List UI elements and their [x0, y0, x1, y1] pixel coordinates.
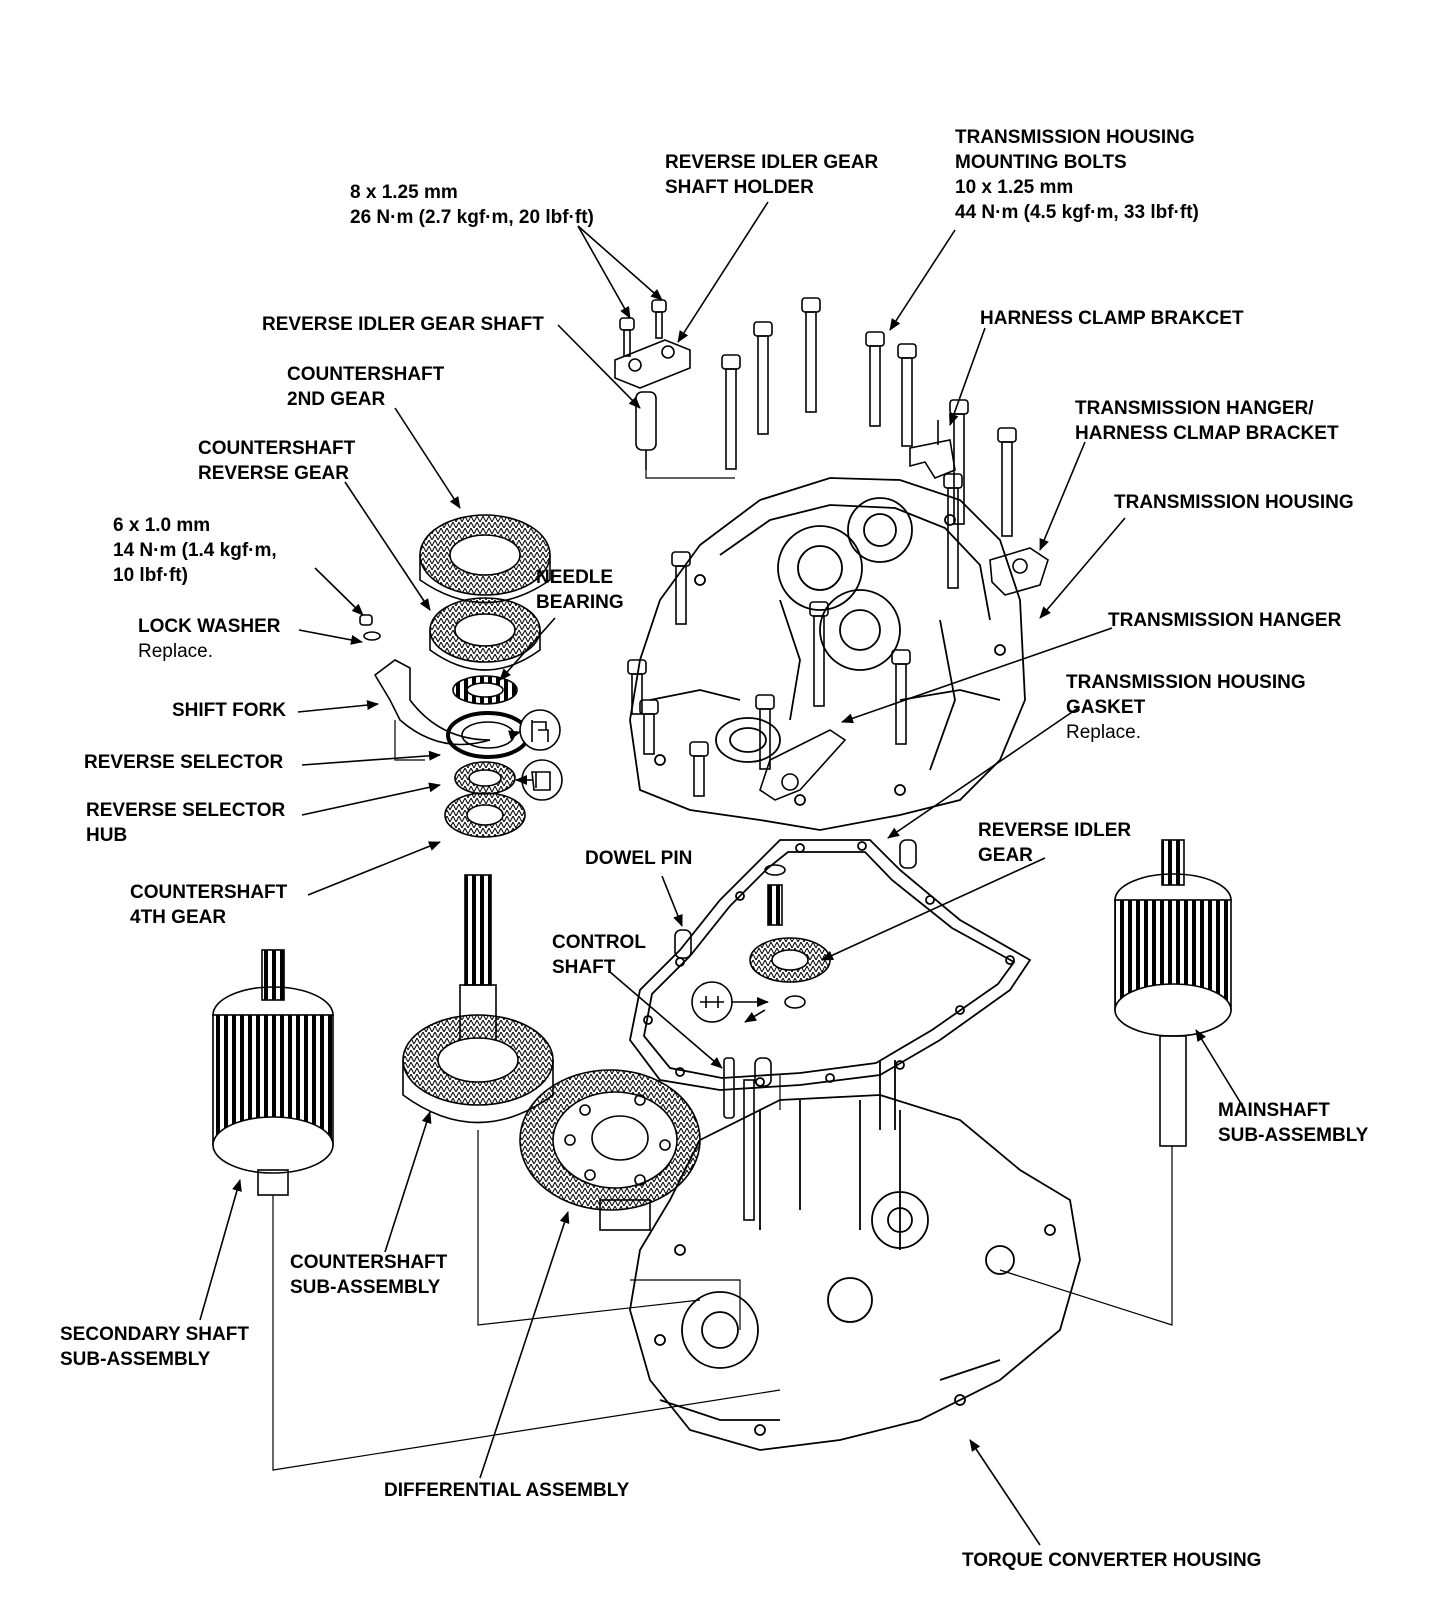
label-countershaft-reverse-gear: COUNTERSHAFT REVERSE GEAR [198, 438, 356, 484]
label-bolt-6mm: 6 x 1.0 mm 14 N·m (1.4 kgf·m, 10 lbf·ft) [113, 515, 277, 586]
label-bolts-8mm: 8 x 1.25 mm 26 N·m (2.7 kgf·m, 20 lbf·ft… [350, 182, 594, 228]
mounting-bolt [897, 343, 917, 447]
reverse-idler-gear-shaft [635, 391, 657, 470]
housing-bolts [627, 297, 1017, 797]
hanger-harness-clamp-bracket [989, 547, 1049, 596]
mounting-bolt [865, 331, 885, 427]
label-needle-bearing: NEEDLE BEARING [536, 567, 624, 613]
label-reverse-selector-hub: REVERSE SELECTOR HUB [86, 800, 286, 846]
harness-clamp-bracket [909, 420, 956, 479]
mounting-bolt [891, 649, 911, 745]
leader-arrows [199, 201, 1246, 1546]
needle-bearing [452, 675, 518, 705]
countershaft-gear-stack [359, 514, 551, 838]
countershaft-2nd-gear [419, 514, 551, 604]
dowel-pin [754, 1057, 772, 1087]
transmission-hanger [759, 729, 847, 801]
mounting-bolt [627, 659, 647, 715]
control-shaft [723, 1057, 755, 1221]
label-countershaft-4th-gear: COUNTERSHAFT 4TH GEAR [130, 882, 288, 928]
reverse-idler-gear [749, 864, 831, 1009]
label-reverse-idler-gear-shaft: REVERSE IDLER GEAR SHAFT [262, 314, 544, 335]
gasket-bolt-holes [643, 841, 1015, 1087]
label-hanger-harness-clamp-bracket: TRANSMISSION HANGER/ HARNESS CLMAP BRACK… [1075, 398, 1339, 444]
label-differential-assembly: DIFFERENTIAL ASSEMBLY [384, 1480, 630, 1501]
transmission-housing-gasket [629, 839, 1032, 1091]
label-torque-converter-housing: TORQUE CONVERTER HOUSING [962, 1550, 1262, 1571]
label-shift-fork: SHIFT FORK [172, 700, 286, 721]
label-reverse-selector: REVERSE SELECTOR [84, 752, 284, 773]
label-countershaft-sub-assembly: COUNTERSHAFT SUB-ASSEMBLY [290, 1252, 448, 1298]
label-reverse-idler-gear: REVERSE IDLER GEAR [978, 820, 1132, 866]
mounting-bolt [721, 354, 741, 470]
mounting-bolt [943, 473, 963, 589]
oil-symbol-icon [691, 981, 733, 1023]
dowel-pin [899, 839, 917, 869]
secondary-shaft-sub-assembly [212, 949, 334, 1196]
mounting-bolt [753, 321, 773, 435]
label-harness-clamp-bracket: HARNESS CLAMP BRAKCET [980, 308, 1244, 329]
grease-symbol-icon [519, 709, 561, 751]
shift-fork [373, 659, 491, 746]
countershaft-sub-assembly [402, 874, 554, 1124]
label-dowel-pin: DOWEL PIN [585, 848, 693, 869]
mounting-bolt [997, 427, 1017, 537]
mounting-bolt [689, 741, 709, 797]
label-transmission-hanger: TRANSMISSION HANGER [1108, 610, 1342, 631]
reverse-selector-hub [454, 761, 516, 795]
label-mainshaft-sub-assembly: MAINSHAFT SUB-ASSEMBLY [1218, 1100, 1369, 1146]
label-secondary-shaft-sub-assembly: SECONDARY SHAFT SUB-ASSEMBLY [60, 1324, 249, 1370]
label-countershaft-2nd-gear: COUNTERSHAFT 2ND GEAR [287, 364, 445, 410]
mounting-bolt [809, 601, 829, 707]
label-control-shaft: CONTROL SHAFT [552, 932, 646, 978]
label-transmission-housing: TRANSMISSION HOUSING [1114, 492, 1354, 513]
mounting-bolt [755, 694, 775, 770]
mainshaft-sub-assembly [1114, 839, 1232, 1147]
torque-converter-housing [629, 1060, 1081, 1451]
reverse-idler-shaft-holder [614, 299, 691, 389]
mounting-bolt [801, 297, 821, 413]
mounting-bolt [639, 699, 659, 755]
transmission-housing [629, 477, 1026, 831]
differential-assembly [519, 1069, 701, 1231]
assembly-alignment-lines [272, 470, 1173, 1471]
dowel-pin [674, 929, 692, 959]
label-housing-gasket: TRANSMISSION HOUSING GASKET Replace. [1066, 672, 1306, 743]
countershaft-reverse-gear [429, 597, 541, 671]
countershaft-4th-gear [444, 792, 526, 838]
label-housing-mounting-bolts: TRANSMISSION HOUSING MOUNTING BOLTS 10 x… [955, 127, 1199, 223]
reverse-selector [446, 711, 530, 759]
lock-washer-bolt [359, 614, 381, 641]
label-reverse-idler-gear-shaft-holder: REVERSE IDLER GEAR SHAFT HOLDER [665, 152, 879, 198]
label-lock-washer: LOCK WASHER Replace. [138, 616, 281, 662]
